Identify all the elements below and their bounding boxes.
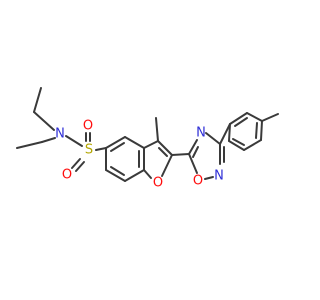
atom-label-s-sulfonyl: S: [85, 143, 93, 158]
bond: [219, 123, 231, 145]
bond: [188, 153, 198, 174]
bond: [188, 139, 198, 155]
bond: [143, 169, 152, 179]
bond: [75, 161, 85, 172]
bond: [124, 169, 145, 182]
bond: [41, 137, 56, 143]
atom-label-n-sulfonamide: N: [55, 127, 65, 142]
bond: [157, 140, 173, 156]
bond: [124, 136, 145, 149]
bond: [105, 136, 126, 149]
bond: [205, 132, 221, 145]
bond: [155, 117, 159, 142]
atom-label-o-oxadiazole: O: [193, 174, 203, 189]
bond: [228, 140, 245, 151]
bond: [255, 122, 258, 139]
bond: [234, 117, 248, 127]
molecule-drawing: N S O O O N N O: [16, 87, 279, 191]
bond: [105, 169, 126, 182]
bond: [228, 123, 231, 142]
bond: [246, 112, 263, 122]
bond: [171, 153, 190, 156]
bond: [243, 139, 262, 151]
bond: [95, 147, 107, 151]
bond: [33, 111, 55, 131]
bond: [33, 87, 42, 113]
bond: [158, 147, 168, 157]
atom-label-n-oxadiazole-4: N: [196, 126, 206, 141]
bond: [204, 176, 214, 180]
bond: [16, 141, 43, 149]
bond: [260, 120, 263, 141]
bond: [65, 135, 83, 147]
atom-label-o-furan: O: [153, 176, 163, 191]
bond: [110, 142, 125, 152]
structure-canvas: N S O O O N N O: [16, 87, 279, 191]
bond: [261, 113, 279, 122]
atom-label-o-sulfonyl-bottom: O: [62, 168, 72, 183]
bond: [161, 154, 173, 177]
bond: [229, 112, 248, 125]
bond: [71, 158, 81, 169]
atom-label-n-oxadiazole-2: N: [214, 169, 224, 184]
bond: [232, 138, 245, 146]
bond: [192, 146, 199, 158]
bond: [143, 140, 159, 149]
atom-label-o-sulfonyl-top: O: [83, 119, 93, 134]
bond: [110, 166, 125, 176]
